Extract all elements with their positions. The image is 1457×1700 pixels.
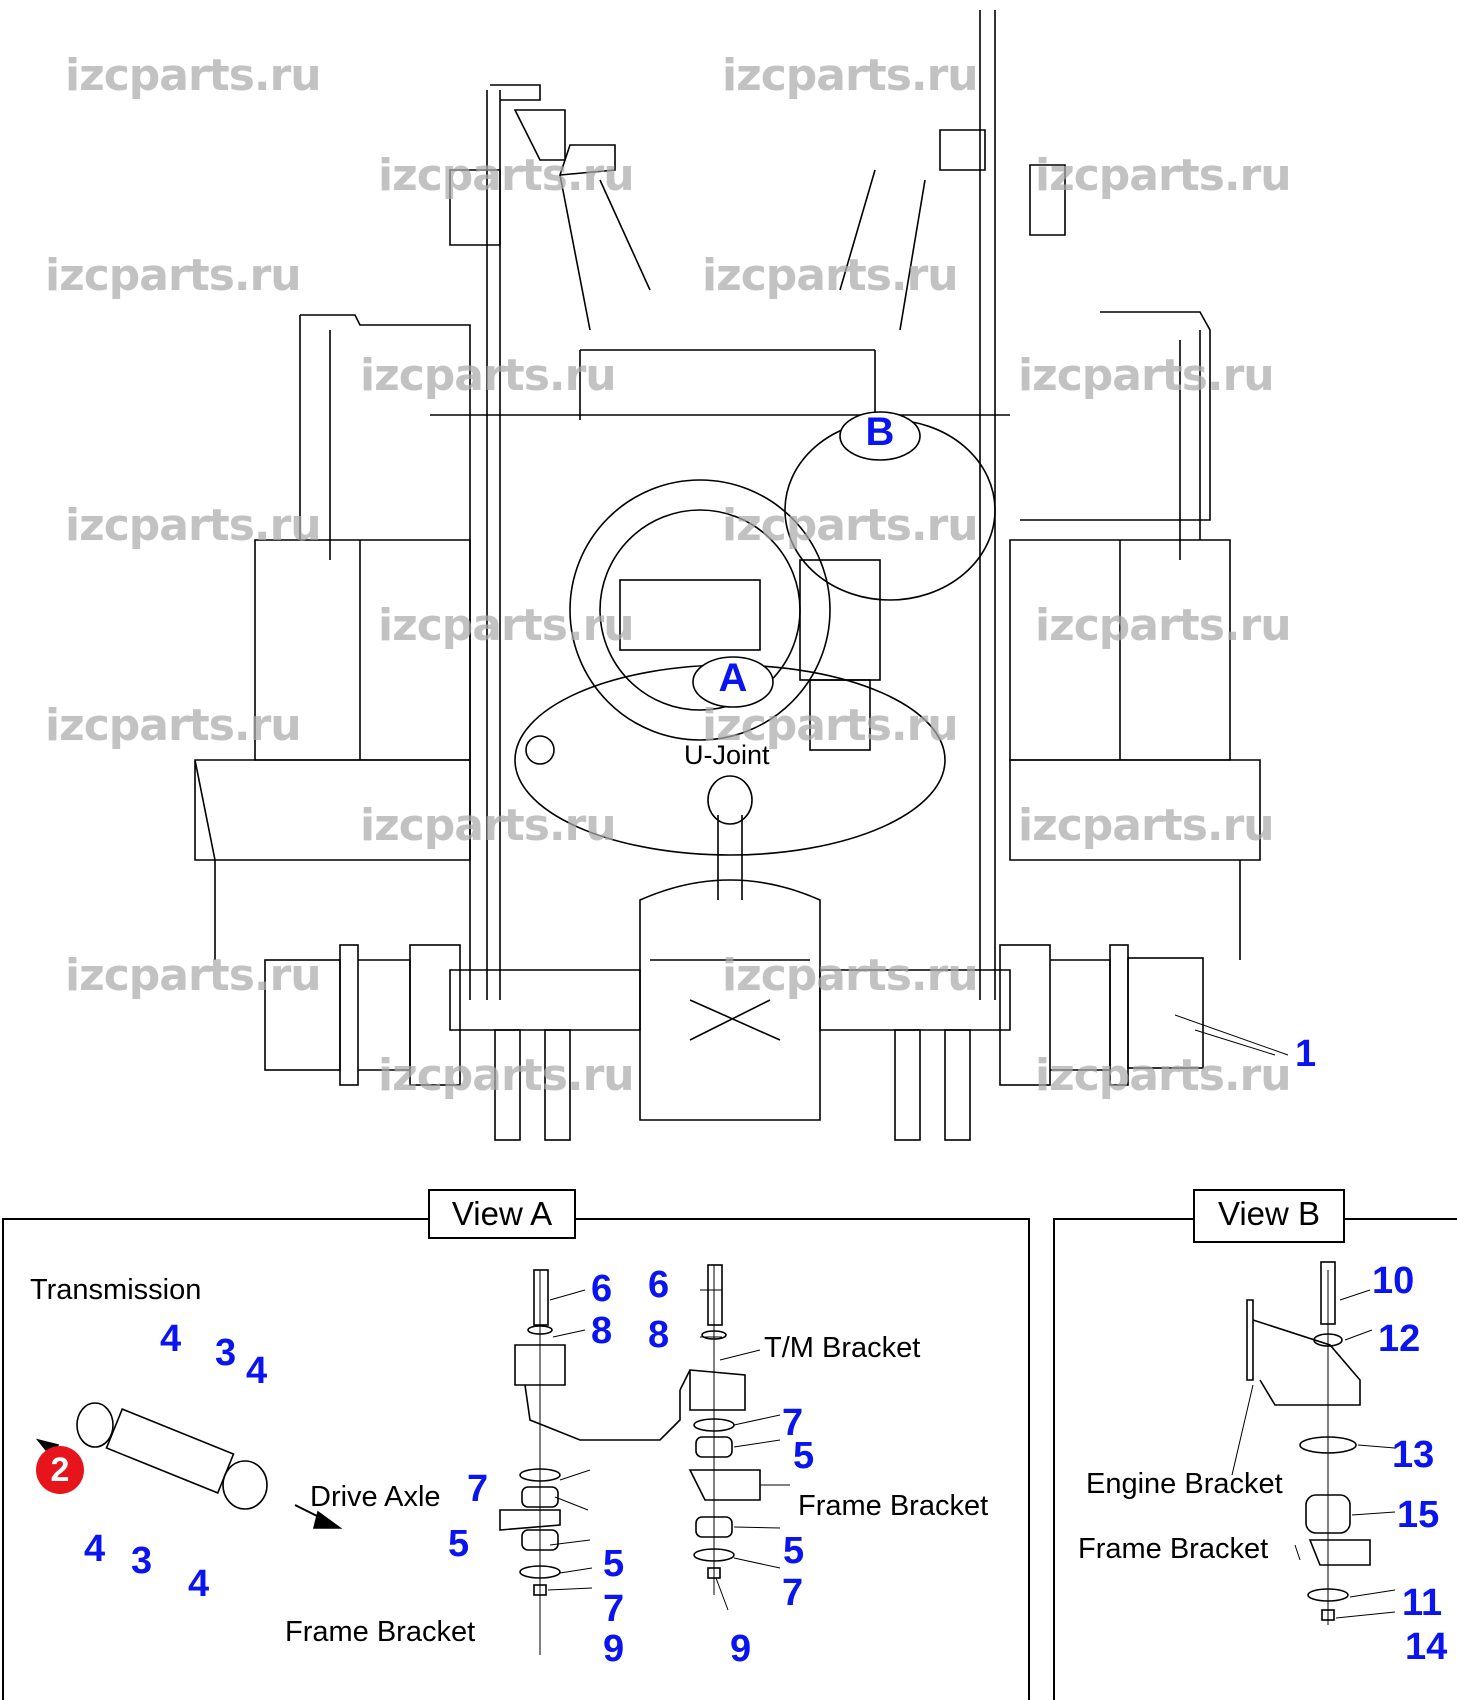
transmission-housing — [569, 479, 881, 751]
part-number-14[interactable]: 14 — [1405, 1626, 1448, 1668]
part-number-5[interactable]: 5 — [448, 1523, 470, 1565]
callout-a[interactable]: A — [718, 656, 748, 700]
part-number-9[interactable]: 9 — [730, 1628, 752, 1670]
part-number-12[interactable]: 12 — [1378, 1318, 1421, 1360]
part-number-4[interactable]: 4 — [160, 1318, 182, 1360]
engine-bracket-label: Engine Bracket — [1086, 1468, 1283, 1500]
part-number-7[interactable]: 7 — [782, 1402, 804, 1444]
frame-bracket-label: Frame Bracket — [798, 1490, 989, 1522]
ujoint-label: U-Joint — [684, 740, 770, 770]
part-number-4[interactable]: 4 — [246, 1350, 268, 1392]
part-number-11[interactable]: 11 — [1402, 1582, 1443, 1624]
part-number-13[interactable]: 13 — [1392, 1434, 1435, 1476]
upper-frame — [299, 10, 1211, 1000]
part-number-1[interactable]: 1 — [1295, 1033, 1317, 1075]
part-number-3[interactable]: 3 — [215, 1332, 237, 1374]
part-number-5[interactable]: 5 — [783, 1530, 805, 1572]
frame-bracket-label: Frame Bracket — [1078, 1533, 1269, 1565]
drive-axle — [449, 879, 1011, 1141]
tm-bracket-label: T/M Bracket — [764, 1332, 921, 1364]
part-number-5[interactable]: 5 — [603, 1543, 625, 1585]
part-number-4[interactable]: 4 — [84, 1528, 106, 1570]
side-tanks — [194, 539, 1261, 960]
transmission-label: Transmission — [30, 1274, 202, 1306]
part-number-5[interactable]: 5 — [793, 1435, 815, 1477]
part-number-6[interactable]: 6 — [591, 1268, 613, 1310]
view-b-drawing — [1246, 1261, 1371, 1625]
part-number-4[interactable]: 4 — [188, 1563, 210, 1605]
part-number-3[interactable]: 3 — [131, 1540, 153, 1582]
part-number-7[interactable]: 7 — [603, 1588, 625, 1630]
selected-part-badge-2[interactable]: 2 — [36, 1446, 84, 1494]
drive-axle-label: Drive Axle — [310, 1481, 441, 1513]
frame-bracket-label: Frame Bracket — [285, 1616, 476, 1648]
wheel-hubs — [264, 944, 1289, 1086]
part-number-8[interactable]: 8 — [591, 1310, 613, 1352]
part-number-6[interactable]: 6 — [648, 1264, 670, 1306]
callout-circles — [514, 411, 996, 856]
part-number-15[interactable]: 15 — [1397, 1494, 1440, 1536]
view-a-drawing — [35, 1264, 761, 1655]
drive-shaft — [707, 775, 753, 900]
part-number-7[interactable]: 7 — [782, 1572, 804, 1614]
view-b-title: View B — [1193, 1189, 1345, 1243]
part-number-8[interactable]: 8 — [648, 1314, 670, 1356]
part-number-10[interactable]: 10 — [1372, 1260, 1415, 1302]
part-number-9[interactable]: 9 — [603, 1628, 625, 1670]
leader-lines — [547, 1029, 1396, 1619]
callout-b[interactable]: B — [865, 410, 895, 454]
view-a-title: View A — [428, 1189, 576, 1239]
part-number-7[interactable]: 7 — [467, 1468, 489, 1510]
